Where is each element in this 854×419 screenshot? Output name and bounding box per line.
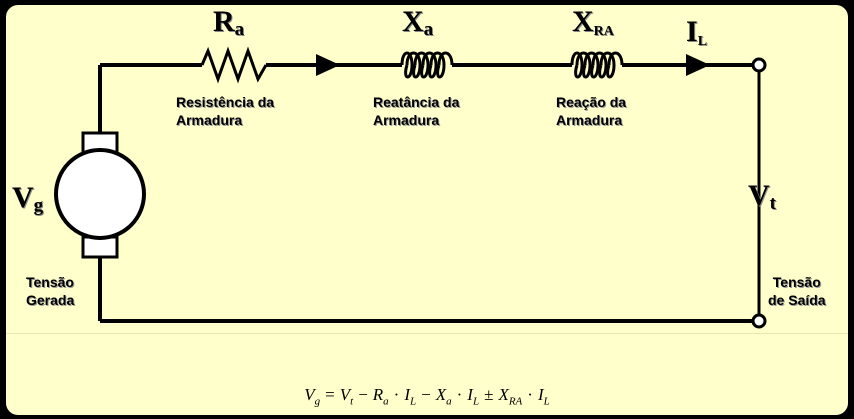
ra-symbol: Ra	[213, 5, 245, 41]
resistor-ra	[200, 46, 268, 84]
circuit-diagram	[54, 46, 767, 329]
label-tensao-saida: Tensão de Saída	[768, 274, 826, 308]
current-arrow-1	[316, 54, 340, 76]
voltage-equation: Vg=Vt−Ra·IL−Xa·IL±XRA·IL	[304, 385, 550, 408]
current-arrow-il	[686, 54, 710, 76]
label-resistencia-armadura: Resistência da Armadura	[176, 94, 275, 128]
xra-symbol: XRA	[572, 5, 614, 40]
output-terminal-bottom	[751, 313, 767, 329]
inductor-xa	[400, 51, 454, 79]
label-tensao-gerada: Tensão Gerada	[26, 274, 75, 308]
vt-symbol: Vt	[748, 179, 776, 215]
il-symbol: IL	[686, 15, 708, 50]
label-reatancia-armadura: Reatância da Armadura	[373, 94, 460, 128]
output-terminal-top	[751, 57, 767, 73]
generator-icon	[54, 148, 146, 240]
formula-separator	[6, 333, 848, 334]
inductor-xra	[570, 51, 624, 79]
vg-symbol: Vg	[12, 181, 44, 217]
label-reacao-armadura: Reação da Armadura	[556, 94, 627, 128]
xa-symbol: Xa	[402, 5, 434, 41]
diagram-panel: Ra Xa XRA IL Vg Vt Resistência da Armadu…	[4, 3, 850, 417]
